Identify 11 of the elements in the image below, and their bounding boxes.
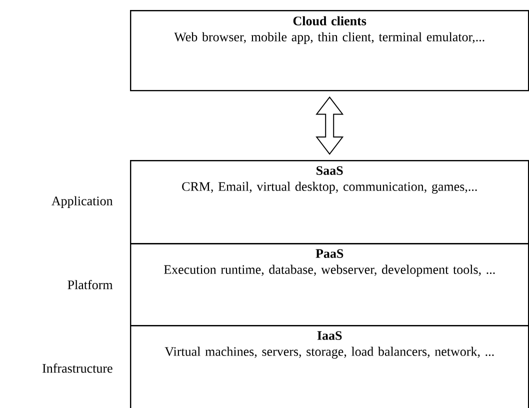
box-text: IaaS Virtual machines, servers, storage, load balancers, network, ... <box>164 331 494 359</box>
layer-box <box>130 325 529 408</box>
layer-box <box>130 243 529 326</box>
layer-label: Application <box>52 196 113 208</box>
box-text: SaaS CRM, Email, virtual desktop, communication, games,... <box>182 166 477 194</box>
box-text: Cloud clients Web browser, mobile app, thin client, terminal emulator,... <box>174 16 484 44</box>
layer-box <box>130 160 529 244</box>
layer-label: Platform <box>68 280 113 290</box>
box-text: PaaS Execution runtime, database, webserver, development tools, ... <box>164 249 495 277</box>
layer-box <box>130 10 529 92</box>
layer-label: Infrastructure <box>42 363 112 373</box>
